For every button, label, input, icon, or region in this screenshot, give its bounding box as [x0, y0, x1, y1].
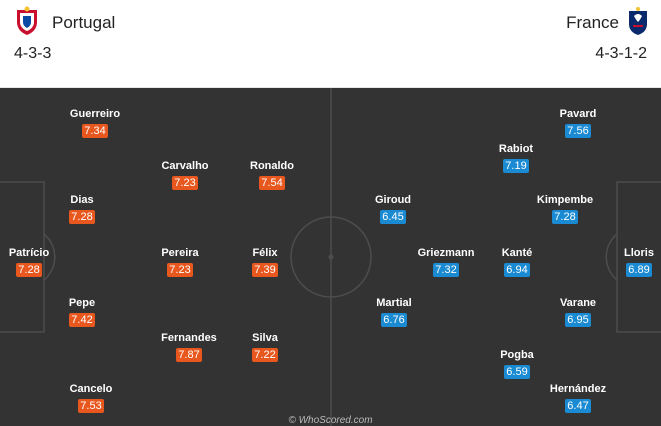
player-name: Kimpembe: [536, 194, 594, 206]
away-player[interactable]: Pavard 7.56: [538, 107, 618, 139]
home-player[interactable]: Pereira 7.23: [140, 246, 220, 278]
player-rating: 7.34: [82, 124, 108, 138]
player-rating: 6.94: [504, 263, 530, 277]
home-player[interactable]: Patrício 7.28: [0, 246, 69, 278]
player-name: Patrício: [8, 247, 50, 259]
pitch: Patrício 7.28 Guerreiro 7.34 Dias 7.28 P…: [0, 88, 661, 426]
player-rating: 6.59: [504, 365, 530, 379]
home-player[interactable]: Félix 7.39: [225, 246, 305, 278]
player-name: Cancelo: [69, 383, 113, 395]
player-name: Lloris: [624, 247, 654, 259]
home-player[interactable]: Dias 7.28: [42, 193, 122, 225]
player-rating: 7.28: [69, 210, 95, 224]
player-name: Varane: [559, 297, 597, 309]
player-rating: 7.22: [252, 348, 278, 362]
player-name: Hernández: [549, 383, 607, 395]
player-name: Félix: [252, 247, 278, 259]
player-name: Fernandes: [161, 332, 217, 344]
home-player[interactable]: Pepe 7.42: [42, 296, 122, 328]
away-formation: 4-3-1-2: [595, 45, 647, 62]
away-player[interactable]: Giroud 6.45: [353, 193, 433, 225]
home-player[interactable]: Cancelo 7.53: [51, 382, 131, 414]
home-player[interactable]: Carvalho 7.23: [145, 159, 225, 191]
away-player[interactable]: Griezmann 7.32: [406, 246, 486, 278]
portugal-crest-icon: [17, 6, 37, 35]
player-name: Rabiot: [498, 143, 534, 155]
player-rating: 7.54: [259, 176, 285, 190]
player-rating: 7.53: [78, 399, 104, 413]
player-rating: 6.89: [626, 263, 652, 277]
player-name: Carvalho: [161, 160, 209, 172]
player-name: Silva: [252, 332, 278, 344]
player-rating: 7.28: [552, 210, 578, 224]
player-rating: 7.32: [433, 263, 459, 277]
home-formation: 4-3-3: [14, 45, 52, 62]
home-player[interactable]: Ronaldo 7.54: [232, 159, 312, 191]
away-player[interactable]: Pogba 6.59: [477, 348, 557, 380]
away-player[interactable]: Kimpembe 7.28: [525, 193, 605, 225]
player-name: Griezmann: [417, 247, 475, 259]
away-player[interactable]: Martial 6.76: [354, 296, 434, 328]
watermark: © WhoScored.com: [288, 415, 373, 426]
player-rating: 7.87: [176, 348, 202, 362]
player-rating: 6.45: [380, 210, 406, 224]
player-rating: 7.39: [252, 263, 278, 277]
player-name: Ronaldo: [250, 160, 294, 172]
france-crest-icon: [629, 7, 647, 35]
player-name: Pogba: [500, 349, 534, 361]
away-player[interactable]: Hernández 6.47: [538, 382, 618, 414]
away-team-name[interactable]: France: [566, 13, 619, 32]
player-rating: 6.76: [381, 313, 407, 327]
home-player[interactable]: Fernandes 7.87: [149, 331, 229, 363]
away-player[interactable]: Varane 6.95: [538, 296, 618, 328]
player-rating: 7.28: [16, 263, 42, 277]
player-name: Pepe: [68, 297, 96, 309]
player-name: Pavard: [559, 108, 597, 120]
player-rating: 6.95: [565, 313, 591, 327]
player-rating: 7.19: [503, 159, 529, 173]
home-team-name[interactable]: Portugal: [52, 13, 116, 32]
home-player[interactable]: Silva 7.22: [225, 331, 305, 363]
away-player[interactable]: Rabiot 7.19: [476, 142, 556, 174]
player-rating: 7.42: [69, 313, 95, 327]
player-rating: 7.23: [167, 263, 193, 277]
player-rating: 7.23: [172, 176, 198, 190]
away-player[interactable]: Kanté 6.94: [477, 246, 557, 278]
player-rating: 7.56: [565, 124, 591, 138]
pitch-markings: [0, 88, 661, 426]
match-header: Portugal 4-3-3 France 4-3-1-2: [0, 0, 661, 88]
player-name: Martial: [376, 297, 412, 309]
player-name: Guerreiro: [69, 108, 121, 120]
player-name: Dias: [70, 194, 94, 206]
player-name: Pereira: [161, 247, 199, 259]
player-rating: 6.47: [565, 399, 591, 413]
player-name: Giroud: [374, 194, 412, 206]
home-player[interactable]: Guerreiro 7.34: [55, 107, 135, 139]
away-player[interactable]: Lloris 6.89: [599, 246, 661, 278]
player-name: Kanté: [501, 247, 533, 259]
